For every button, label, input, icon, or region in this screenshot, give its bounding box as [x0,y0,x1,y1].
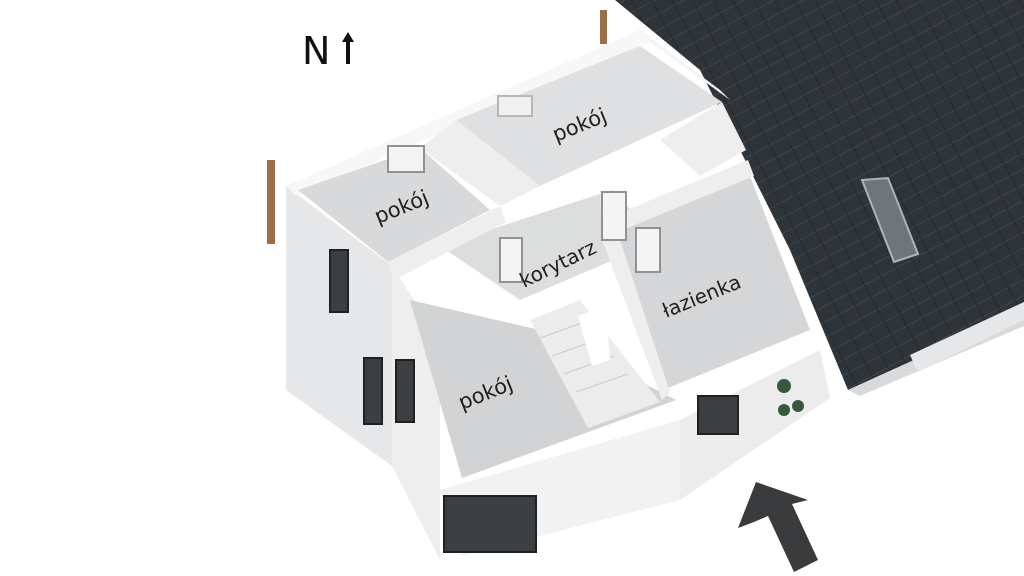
north-arrow-icon [342,32,354,64]
door-hallway-west [499,237,523,283]
plant-icon [778,404,790,416]
window-west-1 [329,249,349,313]
window-north [497,95,533,117]
window-south [443,495,537,553]
timber-beam-left [267,160,275,244]
window-west-3 [363,357,383,425]
door-hallway-east [601,191,627,241]
door-room-nw [387,145,425,173]
interior-walls [388,102,754,400]
compass-letter: N [302,29,330,73]
floor-room-ne [456,46,722,186]
windows [329,95,739,553]
plant-icon [792,400,804,412]
entrance-arrow-icon [738,482,818,572]
door-bathroom [635,227,661,273]
plants [777,379,804,416]
floor-room-nw [298,148,490,262]
entrance-door [697,395,739,435]
roof [615,0,1024,396]
house-walls [286,30,830,560]
floors [298,46,810,478]
doors [387,145,661,283]
staircase [530,300,660,428]
floor-room-sw [410,300,676,478]
plant-icon [777,379,791,393]
floor-bathroom [612,176,810,388]
window-west-2 [395,359,415,423]
timber-beam-top [600,10,607,44]
compass: N [302,29,354,73]
roof-window-icon [860,176,920,264]
